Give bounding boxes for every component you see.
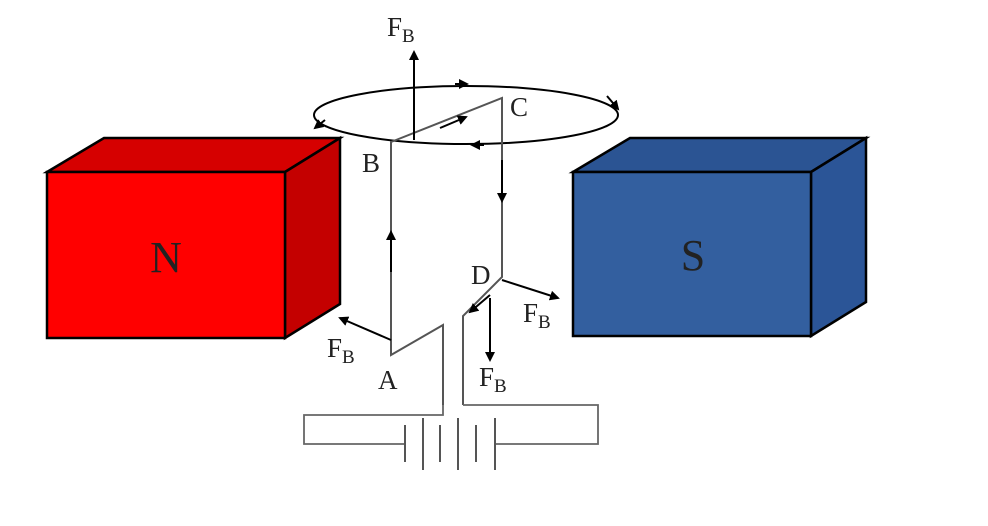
south-magnet-front	[571, 170, 813, 338]
north-magnet-side	[283, 135, 342, 341]
point-label-b: B	[362, 148, 380, 178]
circuit-wire-right	[463, 404, 599, 445]
rotation-ellipse	[313, 85, 619, 145]
circuit-wire-left	[303, 405, 444, 445]
force-arrows	[338, 50, 560, 362]
north-magnet-front	[45, 170, 287, 340]
battery-circuit	[303, 404, 599, 470]
north-magnet-label: N	[150, 233, 182, 282]
force-label-d-down: FB	[479, 362, 507, 397]
south-magnet-label: S	[681, 231, 705, 280]
force-label-top: FB	[387, 12, 415, 47]
point-label-a: A	[378, 365, 398, 395]
rotation-arrow-left	[313, 119, 326, 130]
south-magnet-side	[809, 135, 868, 339]
force-label-a: FB	[327, 333, 355, 368]
current-arrow-bc	[439, 115, 468, 129]
south-magnet: S	[568, 135, 871, 339]
force-arrow-d-right	[501, 279, 560, 301]
current-arrow-d-bend	[468, 294, 491, 314]
north-magnet: N	[42, 135, 345, 341]
point-label-c: C	[510, 92, 528, 122]
force-label-d-right: FB	[523, 298, 551, 333]
force-arrow-a	[338, 316, 392, 341]
coil-loop	[386, 96, 507, 405]
rotation-path	[313, 79, 620, 150]
point-label-d: D	[471, 260, 491, 290]
rotation-arrow-right	[606, 95, 620, 111]
